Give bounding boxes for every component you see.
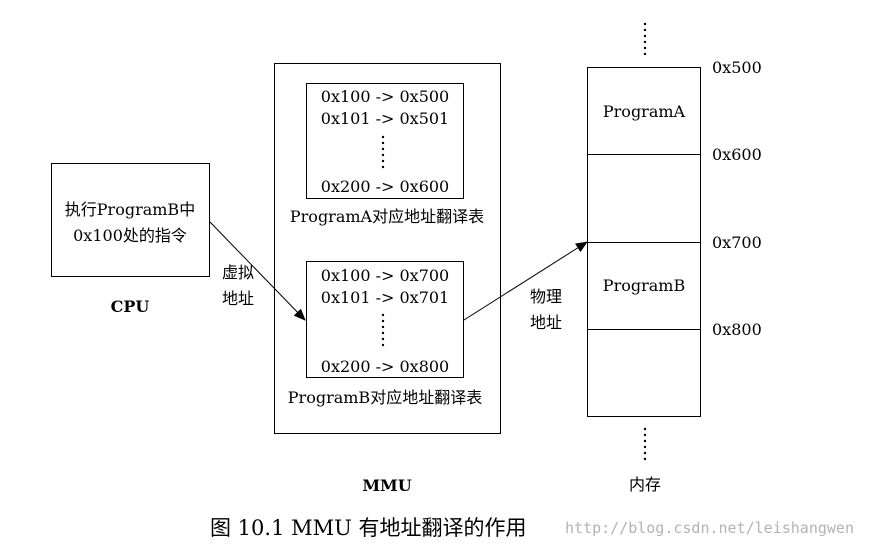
virtual-address-label-line1: 虚拟 <box>222 263 254 282</box>
figure-caption: 图 10.1 MMU 有地址翻译的作用 <box>210 516 527 540</box>
mmu-label: MMU <box>362 476 411 495</box>
virtual-address-edge: 虚拟 地址 <box>209 221 306 321</box>
cpu-node: 执行ProgramB中 0x100处的指令 CPU <box>51 163 210 316</box>
table-b-row-3: 0x200 -> 0x800 <box>321 357 449 376</box>
table-a-row-1: 0x100 -> 0x500 <box>321 87 449 106</box>
physical-address-label-line1: 物理 <box>530 287 562 306</box>
table-b-box <box>306 261 464 378</box>
watermark: http://blog.csdn.net/leishangwen <box>565 519 854 537</box>
memory-address-0x500: 0x500 <box>712 58 762 77</box>
mmu-node: 0x100 -> 0x500 0x101 -> 0x501 0x200 -> 0… <box>274 63 501 495</box>
cpu-label: CPU <box>111 297 150 316</box>
virtual-address-label-line2: 地址 <box>222 289 254 308</box>
table-a-row-3: 0x200 -> 0x600 <box>321 177 449 196</box>
memory-node: ProgramA ProgramB 0x500 0x600 0x700 0x80… <box>587 22 762 494</box>
table-a-box <box>306 83 464 199</box>
memory-label: 内存 <box>629 475 661 494</box>
memory-segment-program-a: ProgramA <box>603 102 686 121</box>
memory-top-ellipsis <box>643 22 647 56</box>
cpu-box-line2: 0x100处的指令 <box>73 226 187 245</box>
memory-address-0x700: 0x700 <box>712 233 762 252</box>
physical-address-edge: 物理 地址 <box>463 241 588 332</box>
table-b-ellipsis <box>381 313 385 347</box>
table-a-row-2: 0x101 -> 0x501 <box>321 109 449 128</box>
cpu-box <box>51 163 210 277</box>
mmu-box <box>274 63 501 434</box>
physical-address-label-line2: 地址 <box>530 313 562 332</box>
table-b-row-2: 0x101 -> 0x701 <box>321 288 449 307</box>
physical-address-arrow <box>463 241 588 321</box>
table-b-row-1: 0x100 -> 0x700 <box>321 266 449 285</box>
memory-address-0x600: 0x600 <box>712 145 762 164</box>
translation-table-a: 0x100 -> 0x500 0x101 -> 0x501 0x200 -> 0… <box>290 83 484 226</box>
table-a-ellipsis <box>381 135 385 169</box>
memory-address-0x800: 0x800 <box>712 320 762 339</box>
table-b-caption: ProgramB对应地址翻译表 <box>288 388 482 407</box>
table-a-caption: ProgramA对应地址翻译表 <box>290 207 484 226</box>
memory-segment-program-b: ProgramB <box>603 276 685 295</box>
translation-table-b: 0x100 -> 0x700 0x101 -> 0x701 0x200 -> 0… <box>288 261 482 407</box>
virtual-address-arrow <box>209 221 306 321</box>
memory-bottom-ellipsis <box>643 427 647 461</box>
cpu-box-line1: 执行ProgramB中 <box>65 200 195 219</box>
